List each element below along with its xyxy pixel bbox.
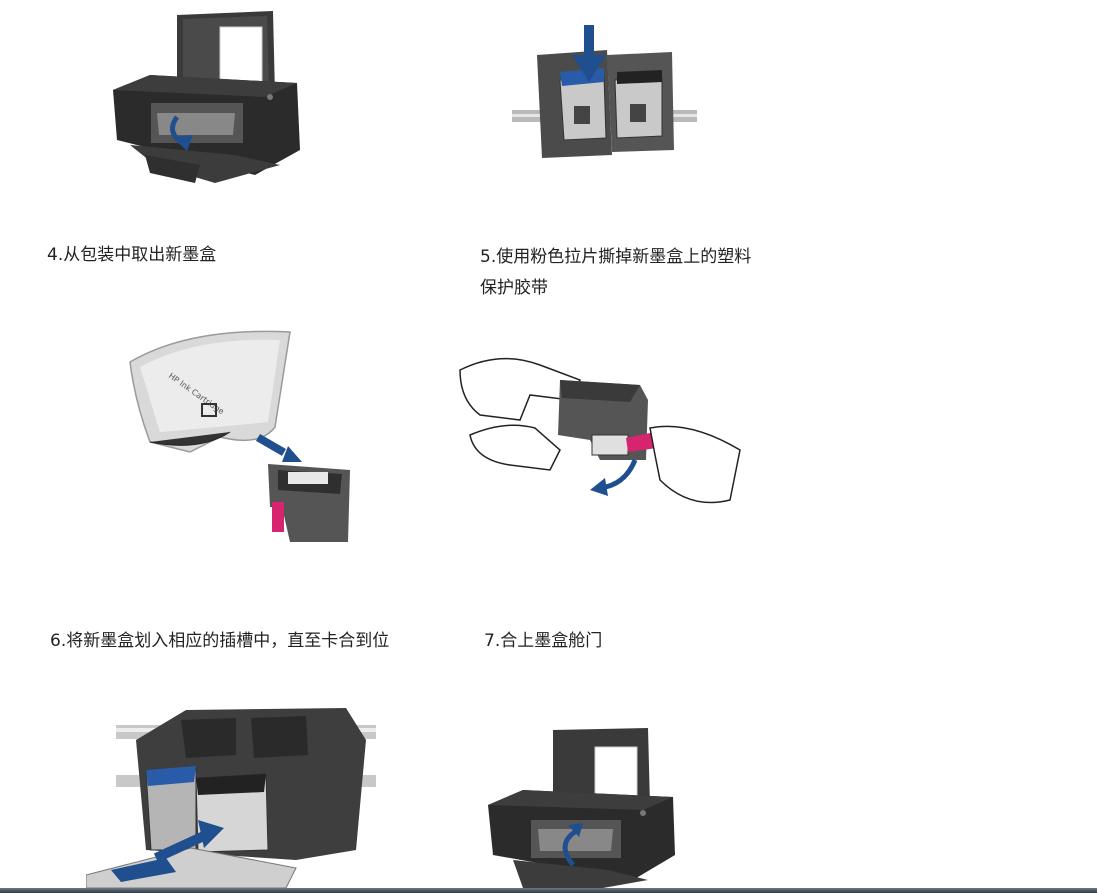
step-5-label-line2: 保护胶带	[480, 278, 548, 298]
open-printer-door-icon	[113, 11, 300, 183]
close-door-icon	[488, 728, 675, 888]
step-5-label-line1: 5.使用粉色拉片撕掉新墨盒上的塑料	[480, 247, 752, 267]
press-cartridge-down-icon	[512, 25, 697, 158]
step-7-label: 7.合上墨盒舱门	[484, 631, 603, 651]
insert-cartridge-icon	[86, 708, 376, 888]
bottom-rule	[0, 888, 1097, 893]
step-4-label: 4.从包装中取出新墨盒	[47, 245, 217, 265]
step-6-label: 6.将新墨盒划入相应的插槽中，直至卡合到位	[50, 631, 390, 651]
remove-tape-icon	[459, 357, 741, 504]
ink-cartridge-package-icon: HP Ink Cartridge	[129, 330, 350, 542]
